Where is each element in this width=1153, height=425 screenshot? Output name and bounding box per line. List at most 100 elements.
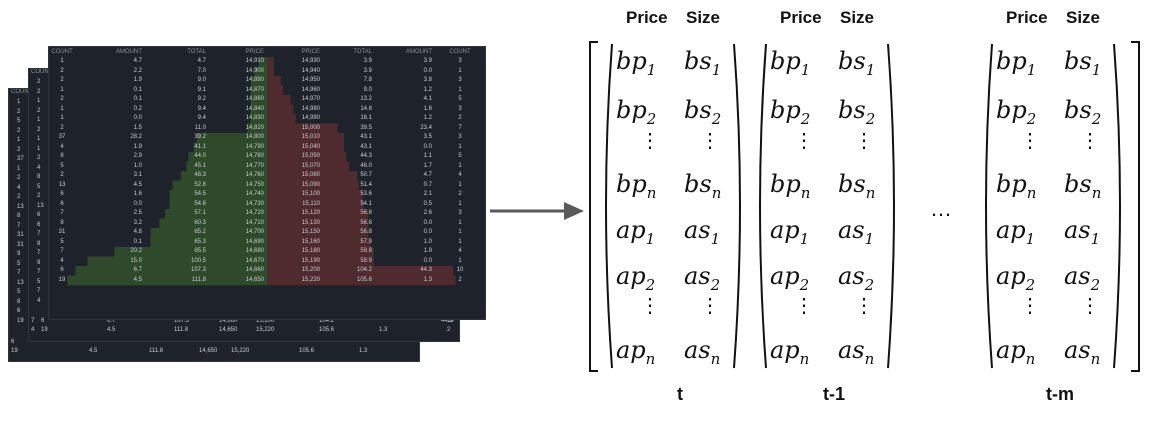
table-cell: 2 xyxy=(60,96,64,102)
table-cell: 2 xyxy=(60,77,64,83)
vertical-ellipsis: ⋮ xyxy=(700,128,720,152)
table-cell: 3.9 xyxy=(363,58,372,64)
matrix-cell-size: asn xyxy=(1064,336,1100,368)
table-cell: 14.8 xyxy=(360,105,372,112)
bid-depth-bar xyxy=(150,237,267,248)
table-cell: 3.8 xyxy=(423,77,432,83)
table-cell: 1.1 xyxy=(423,153,432,159)
price-symbol: bp xyxy=(616,96,647,124)
table-cell: 15,090 xyxy=(301,181,320,188)
table-cell: 4.5 xyxy=(133,181,142,188)
ask-depth-bar xyxy=(267,237,371,248)
back-row-cell: 4 xyxy=(31,327,35,333)
price-symbol: ap xyxy=(616,336,646,364)
back-count-cell: 2 xyxy=(17,108,21,115)
size-symbol: as xyxy=(684,336,711,364)
table-cell: 14,740 xyxy=(245,191,264,197)
back-count-cell: 6 xyxy=(37,221,41,228)
back-count-cell: 6 xyxy=(37,212,41,218)
table-cell: 65.2 xyxy=(194,229,206,235)
table-cell: 3 xyxy=(458,58,462,64)
vertical-ellipsis: ⋮ xyxy=(700,293,720,317)
bid-depth-bar xyxy=(87,256,268,267)
table-cell: 0.0 xyxy=(423,229,432,235)
table-cell: 1.9 xyxy=(133,77,142,83)
matrix-cell-size: as2 xyxy=(838,262,874,294)
price-symbol: bp xyxy=(996,170,1027,198)
price-index: n xyxy=(1025,350,1036,368)
table-cell: 14,730 xyxy=(245,200,264,207)
price-index: 1 xyxy=(799,230,810,248)
table-cell: 1.2 xyxy=(423,115,432,121)
orderbook-header-0: COUNT xyxy=(51,49,73,55)
bid-depth-bar xyxy=(165,209,267,219)
matrix-cell-size: bs2 xyxy=(838,96,875,128)
table-cell: 15,070 xyxy=(301,162,320,169)
back-count-cell: 2 xyxy=(17,175,21,181)
size-index: 2 xyxy=(864,276,875,294)
table-cell: 14,840 xyxy=(245,105,264,112)
price-symbol: bp xyxy=(770,96,801,124)
table-cell: 2.2 xyxy=(133,67,142,74)
back-row-cell: 14,660 xyxy=(219,318,238,324)
back-count-cell: 31 xyxy=(17,232,24,238)
price-symbol: bp xyxy=(996,47,1027,75)
price-symbol: bp xyxy=(996,96,1027,124)
size-symbol: as xyxy=(1064,336,1091,364)
matrix-cell-size: asn xyxy=(684,336,720,368)
table-cell: 9.4 xyxy=(197,105,206,112)
size-index: n xyxy=(865,184,876,202)
back-count-cell: 2 xyxy=(17,194,21,200)
matrix-cell-size: bs2 xyxy=(684,96,721,128)
table-cell: 8 xyxy=(60,219,64,226)
bid-depth-bar xyxy=(169,190,267,200)
table-cell: 1.0 xyxy=(133,162,142,169)
table-cell: 44.0 xyxy=(194,153,206,159)
table-cell: 14,700 xyxy=(245,229,264,235)
matrix-cell-price: bp1 xyxy=(996,47,1036,79)
table-cell: 3.9 xyxy=(363,67,372,74)
back-row-cell: 105.6 xyxy=(299,348,315,354)
price-index: n xyxy=(800,184,811,202)
matrix-cell-size: bs2 xyxy=(1064,96,1101,128)
time-label: t-1 xyxy=(823,384,845,404)
back-row-cell: 10 xyxy=(447,318,454,324)
back-row-cell: 44.3 xyxy=(441,318,453,324)
table-cell: 44.3 xyxy=(420,267,432,273)
table-cell: 6 xyxy=(60,267,64,273)
back-row-cell: 7 xyxy=(31,318,35,324)
price-symbol: ap xyxy=(996,336,1026,364)
bid-depth-bar xyxy=(250,76,267,86)
back-row-cell: 19 xyxy=(41,327,48,333)
table-cell: 60.3 xyxy=(194,219,206,226)
ask-depth-bar xyxy=(267,180,359,191)
matrix-cell-price: ap1 xyxy=(770,216,809,248)
table-cell: 4.7 xyxy=(197,58,206,64)
table-cell: 41.1 xyxy=(194,143,206,150)
size-symbol: bs xyxy=(838,47,866,75)
price-symbol: bp xyxy=(616,170,647,198)
size-index: 2 xyxy=(711,110,722,128)
back-count-cell: 19 xyxy=(17,317,24,324)
size-index: n xyxy=(1090,350,1101,368)
table-cell: 7 xyxy=(60,210,64,216)
table-cell: 14,870 xyxy=(245,86,264,93)
matrix-cell-size: bsn xyxy=(684,170,721,202)
table-cell: 1 xyxy=(60,105,64,112)
back-count-cell: 4 xyxy=(37,297,41,304)
table-cell: 0.7 xyxy=(423,181,432,188)
back-row-cell: 1.3 xyxy=(379,327,388,333)
table-cell: 43.1 xyxy=(360,143,372,150)
table-cell: 4.7 xyxy=(133,58,142,64)
price-symbol: ap xyxy=(996,262,1026,290)
